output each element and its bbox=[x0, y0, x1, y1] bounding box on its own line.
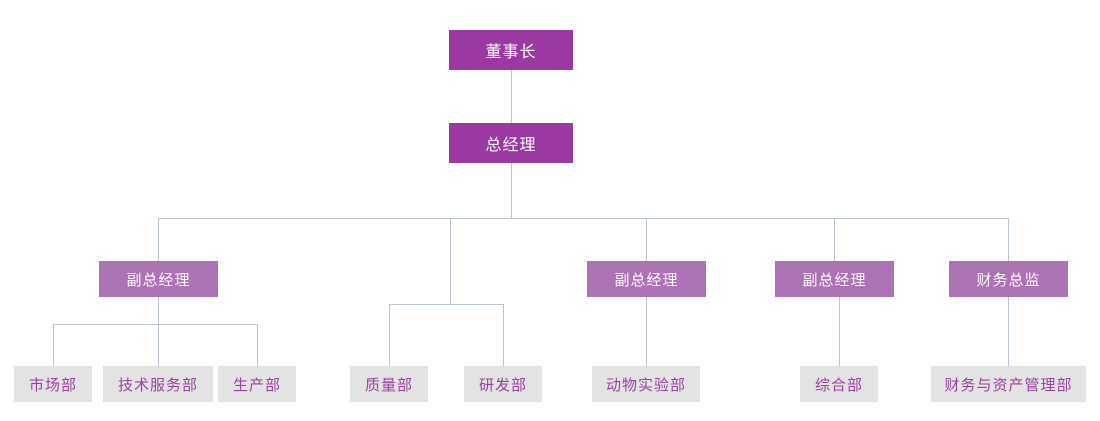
connector-to-marketing bbox=[53, 324, 54, 366]
node-quality[interactable]: 质量部 bbox=[350, 366, 428, 402]
connector-gm-drop bbox=[511, 163, 512, 218]
connector-center-branch-bus bbox=[389, 304, 504, 305]
connector-deputy-gm-1-drop bbox=[158, 297, 159, 324]
node-chairman[interactable]: 董事长 bbox=[449, 30, 573, 70]
node-animal-lab[interactable]: 动物实验部 bbox=[592, 366, 700, 402]
connector-bus-to-deputy-gm-1 bbox=[158, 218, 159, 261]
connector-to-general-affairs bbox=[839, 297, 840, 366]
node-deputy-gm-2[interactable]: 副总经理 bbox=[587, 261, 706, 297]
node-production[interactable]: 生产部 bbox=[218, 366, 296, 402]
connector-to-production bbox=[257, 324, 258, 366]
connector-to-animal-lab bbox=[646, 297, 647, 366]
connector-bus-to-finance-director bbox=[1008, 218, 1009, 261]
node-rnd[interactable]: 研发部 bbox=[464, 366, 542, 402]
node-deputy-gm-1[interactable]: 副总经理 bbox=[99, 261, 218, 297]
node-general-affairs[interactable]: 综合部 bbox=[800, 366, 878, 402]
node-deputy-gm-3[interactable]: 副总经理 bbox=[775, 261, 894, 297]
connector-bus-to-center-branch bbox=[450, 218, 451, 304]
connector-to-finance-asset-mgmt bbox=[1008, 297, 1009, 366]
connector-to-quality bbox=[389, 304, 390, 366]
node-technical-service[interactable]: 技术服务部 bbox=[103, 366, 213, 402]
node-finance-asset-mgmt[interactable]: 财务与资产管理部 bbox=[931, 366, 1086, 402]
connector-deputy-gm-1-bus bbox=[53, 324, 258, 325]
connector-to-rnd bbox=[503, 304, 504, 366]
connector-main-bus bbox=[158, 218, 1009, 219]
connector-bus-to-deputy-gm-2 bbox=[646, 218, 647, 261]
connector-bus-to-deputy-gm-3 bbox=[834, 218, 835, 261]
node-marketing[interactable]: 市场部 bbox=[14, 366, 92, 402]
connector-chairman-to-gm bbox=[511, 70, 512, 123]
node-finance-director[interactable]: 财务总监 bbox=[949, 261, 1068, 297]
connector-to-technical-service bbox=[158, 324, 159, 366]
node-general-manager[interactable]: 总经理 bbox=[449, 123, 573, 163]
